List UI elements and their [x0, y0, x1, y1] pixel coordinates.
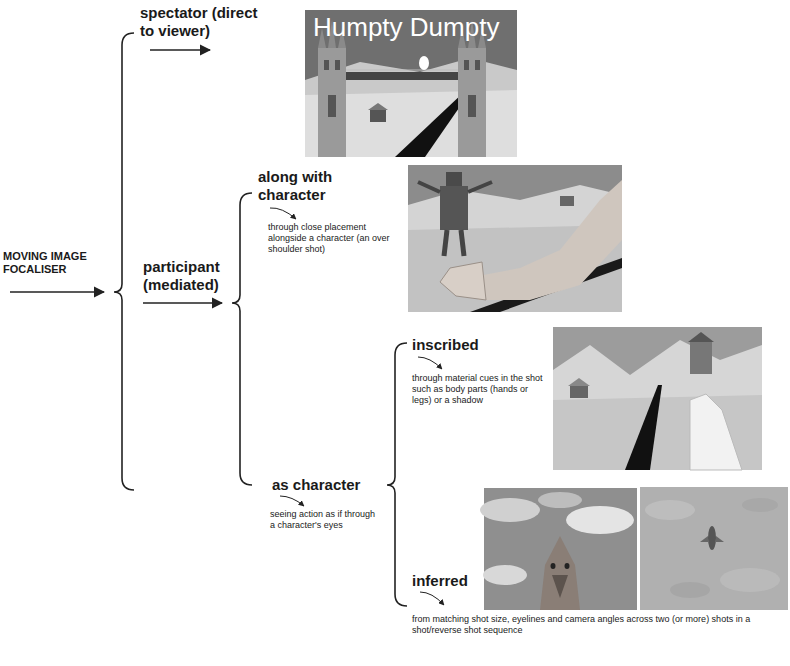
root-term: MOVING IMAGE FOCALISER	[3, 250, 103, 276]
fin	[716, 536, 724, 542]
cloud	[480, 498, 540, 522]
mountains	[553, 340, 762, 470]
ground	[640, 487, 788, 610]
house	[570, 386, 588, 398]
texture	[720, 568, 780, 592]
description: seeing action as if through a character'…	[270, 509, 378, 531]
category-term: inscribed	[412, 336, 512, 354]
window	[328, 95, 336, 117]
description: through close placement alongside a char…	[268, 222, 398, 255]
house	[370, 110, 386, 122]
cloud	[483, 565, 527, 585]
small-arrow	[270, 208, 296, 219]
category-term: along with character	[258, 168, 348, 204]
cloud	[566, 506, 634, 534]
leg	[690, 394, 742, 470]
texture	[742, 498, 778, 512]
arrow	[143, 302, 222, 304]
house	[560, 196, 574, 206]
texture	[670, 582, 710, 598]
robot-head	[446, 172, 462, 186]
image-title: Humpty Dumpty	[313, 12, 513, 42]
window	[335, 60, 340, 70]
tall-house	[690, 342, 712, 374]
small-arrow	[420, 592, 444, 605]
beak	[552, 575, 568, 598]
category-term: participant (mediated)	[143, 258, 231, 294]
shot-still	[480, 488, 637, 610]
window	[464, 60, 469, 70]
reverse-shot-still	[640, 487, 788, 610]
robot-leg	[461, 230, 464, 256]
eye	[551, 563, 556, 569]
roof	[368, 103, 388, 110]
road	[625, 385, 662, 470]
window	[475, 60, 480, 70]
category-term: as character	[272, 476, 384, 494]
description: from matching shot size, eyelines and ca…	[412, 614, 752, 636]
curly-bracket	[114, 33, 134, 490]
cloud	[538, 492, 582, 508]
eye	[565, 563, 570, 569]
curly-bracket	[387, 343, 407, 606]
arrow	[10, 291, 104, 293]
over-shoulder-still	[408, 165, 622, 312]
description: through material cues in the shot such a…	[412, 373, 547, 406]
robot-arm	[468, 182, 492, 192]
sky	[305, 10, 517, 157]
category-term: spectator (direct to viewer)	[140, 4, 268, 40]
window	[324, 60, 329, 70]
bridge	[346, 72, 458, 80]
curly-bracket	[232, 193, 252, 485]
texture	[645, 500, 695, 520]
sky	[553, 327, 762, 470]
arrow	[150, 49, 210, 51]
egg-figure	[419, 56, 429, 70]
bridge-rail	[346, 70, 458, 71]
robot-arm	[418, 182, 440, 192]
small-arrow	[418, 357, 442, 369]
bird-head	[540, 536, 580, 610]
small-arrow	[280, 496, 304, 506]
sky	[408, 165, 622, 312]
hand	[440, 262, 486, 300]
arm	[478, 180, 622, 300]
window	[468, 95, 476, 117]
tower	[318, 48, 346, 157]
fin	[700, 536, 708, 542]
spectator-still	[305, 10, 517, 157]
category-term: inferred	[412, 572, 478, 590]
fish-figure	[708, 526, 716, 550]
inscribed-still	[553, 327, 762, 470]
roof	[688, 332, 714, 342]
robot-body	[440, 186, 468, 230]
roof	[568, 378, 590, 386]
robot-leg	[444, 230, 447, 256]
tower	[458, 48, 486, 157]
